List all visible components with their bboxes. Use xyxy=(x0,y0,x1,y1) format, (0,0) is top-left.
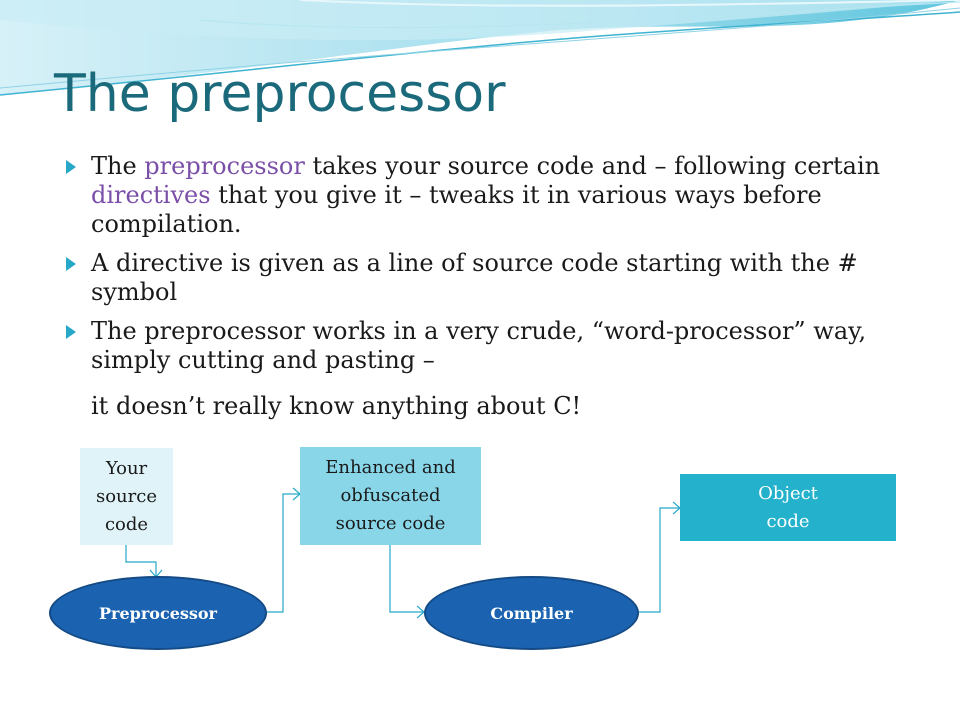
box-line: code xyxy=(766,510,810,532)
bullet-list: The preprocessor takes your source code … xyxy=(64,152,924,385)
connector-source-to-preprocessor xyxy=(125,545,157,576)
bullet-arrow-icon xyxy=(66,160,76,174)
bullet-text-segment: The preprocessor works in a very crude, … xyxy=(91,317,867,374)
preprocessor-label: Preprocessor xyxy=(99,603,217,623)
bullet-arrow-icon xyxy=(66,257,76,271)
bullet-item: A directive is given as a line of source… xyxy=(64,249,924,307)
arrowhead-right-icon xyxy=(672,501,681,515)
source-code-box: Your source code xyxy=(80,448,173,545)
box-line: Your xyxy=(105,457,148,479)
compiler-label: Compiler xyxy=(490,603,573,623)
bullet-item: The preprocessor takes your source code … xyxy=(64,152,924,239)
bullet-item: The preprocessor works in a very crude, … xyxy=(64,317,924,375)
slide-title: The preprocessor xyxy=(54,64,506,124)
box-line: code xyxy=(104,513,149,535)
bullet-text-segment: that you give it – tweaks it in various … xyxy=(91,181,822,238)
object-code-box: Object code xyxy=(680,474,896,541)
connector-compiler-to-object xyxy=(639,507,679,613)
bullet-text-segment: The xyxy=(91,152,145,180)
box-line: Enhanced and xyxy=(325,457,456,478)
box-line: source xyxy=(95,485,157,507)
header-wave-decoration xyxy=(0,0,960,96)
box-line: Object xyxy=(758,482,818,504)
bullet-continuation: it doesn’t really know anything about C! xyxy=(91,392,582,420)
compiler-node: Compiler xyxy=(424,576,639,650)
box-line: source code xyxy=(335,513,446,534)
box-line: obfuscated xyxy=(340,485,441,506)
enhanced-source-box: Enhanced and obfuscated source code xyxy=(300,447,481,545)
highlight-term-directives: directives xyxy=(91,181,211,209)
bullet-text-segment: A directive is given as a line of source… xyxy=(91,249,858,306)
bullet-text-segment: takes your source code and – following c… xyxy=(304,152,881,180)
connector-enhanced-to-compiler xyxy=(389,545,423,613)
arrowhead-right-icon xyxy=(292,487,301,501)
connector-preprocessor-to-enhanced xyxy=(267,493,299,613)
highlight-term-preprocessor: preprocessor xyxy=(144,152,305,180)
preprocessor-node: Preprocessor xyxy=(49,576,267,650)
bullet-arrow-icon xyxy=(66,325,76,339)
arrowhead-right-icon xyxy=(416,605,425,619)
